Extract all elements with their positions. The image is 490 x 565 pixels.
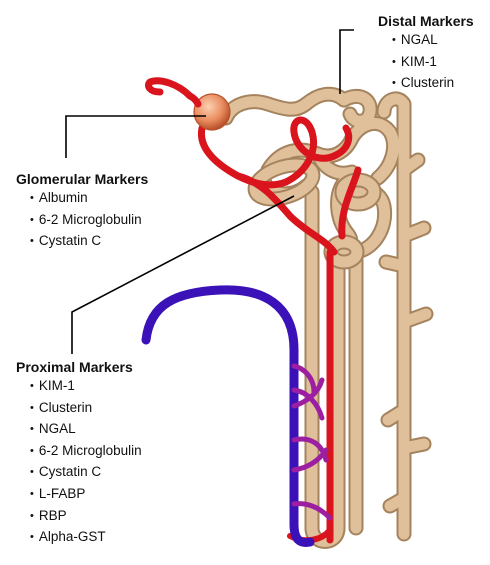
proximal-markers-group: Proximal Markers KIM-1 Clusterin NGAL 6-… (16, 358, 142, 549)
glomerular-markers-group: Glomerular Markers Albumin 6-2 Microglob… (16, 170, 148, 253)
distal-markers-list: NGAL KIM-1 Clusterin (392, 30, 474, 95)
list-item: Cystatin C (30, 231, 148, 253)
list-item: NGAL (30, 419, 142, 441)
list-item: Clusterin (30, 398, 142, 420)
list-item: Cystatin C (30, 462, 142, 484)
list-item: L-FABP (30, 484, 142, 506)
distal-markers-group: Distal Markers NGAL KIM-1 Clusterin (378, 12, 474, 95)
list-item: KIM-1 (30, 376, 142, 398)
list-item: Alpha-GST (30, 527, 142, 549)
list-item: 6-2 Microglobulin (30, 441, 142, 463)
distal-markers-title: Distal Markers (378, 12, 474, 30)
distal-leader-line (340, 30, 354, 94)
list-item: RBP (30, 506, 142, 528)
proximal-markers-list: KIM-1 Clusterin NGAL 6-2 Microglobulin C… (30, 376, 142, 549)
list-item: Clusterin (392, 73, 474, 95)
proximal-markers-title: Proximal Markers (16, 358, 142, 376)
glomerular-leader-line (66, 116, 206, 158)
blood-vessels-venous (146, 290, 330, 543)
glomerular-markers-list: Albumin 6-2 Microglobulin Cystatin C (30, 188, 148, 253)
glomerular-markers-title: Glomerular Markers (16, 170, 148, 188)
list-item: Albumin (30, 188, 148, 210)
list-item: 6-2 Microglobulin (30, 210, 148, 232)
glomerulus (190, 94, 230, 130)
list-item: KIM-1 (392, 52, 474, 74)
list-item: NGAL (392, 30, 474, 52)
